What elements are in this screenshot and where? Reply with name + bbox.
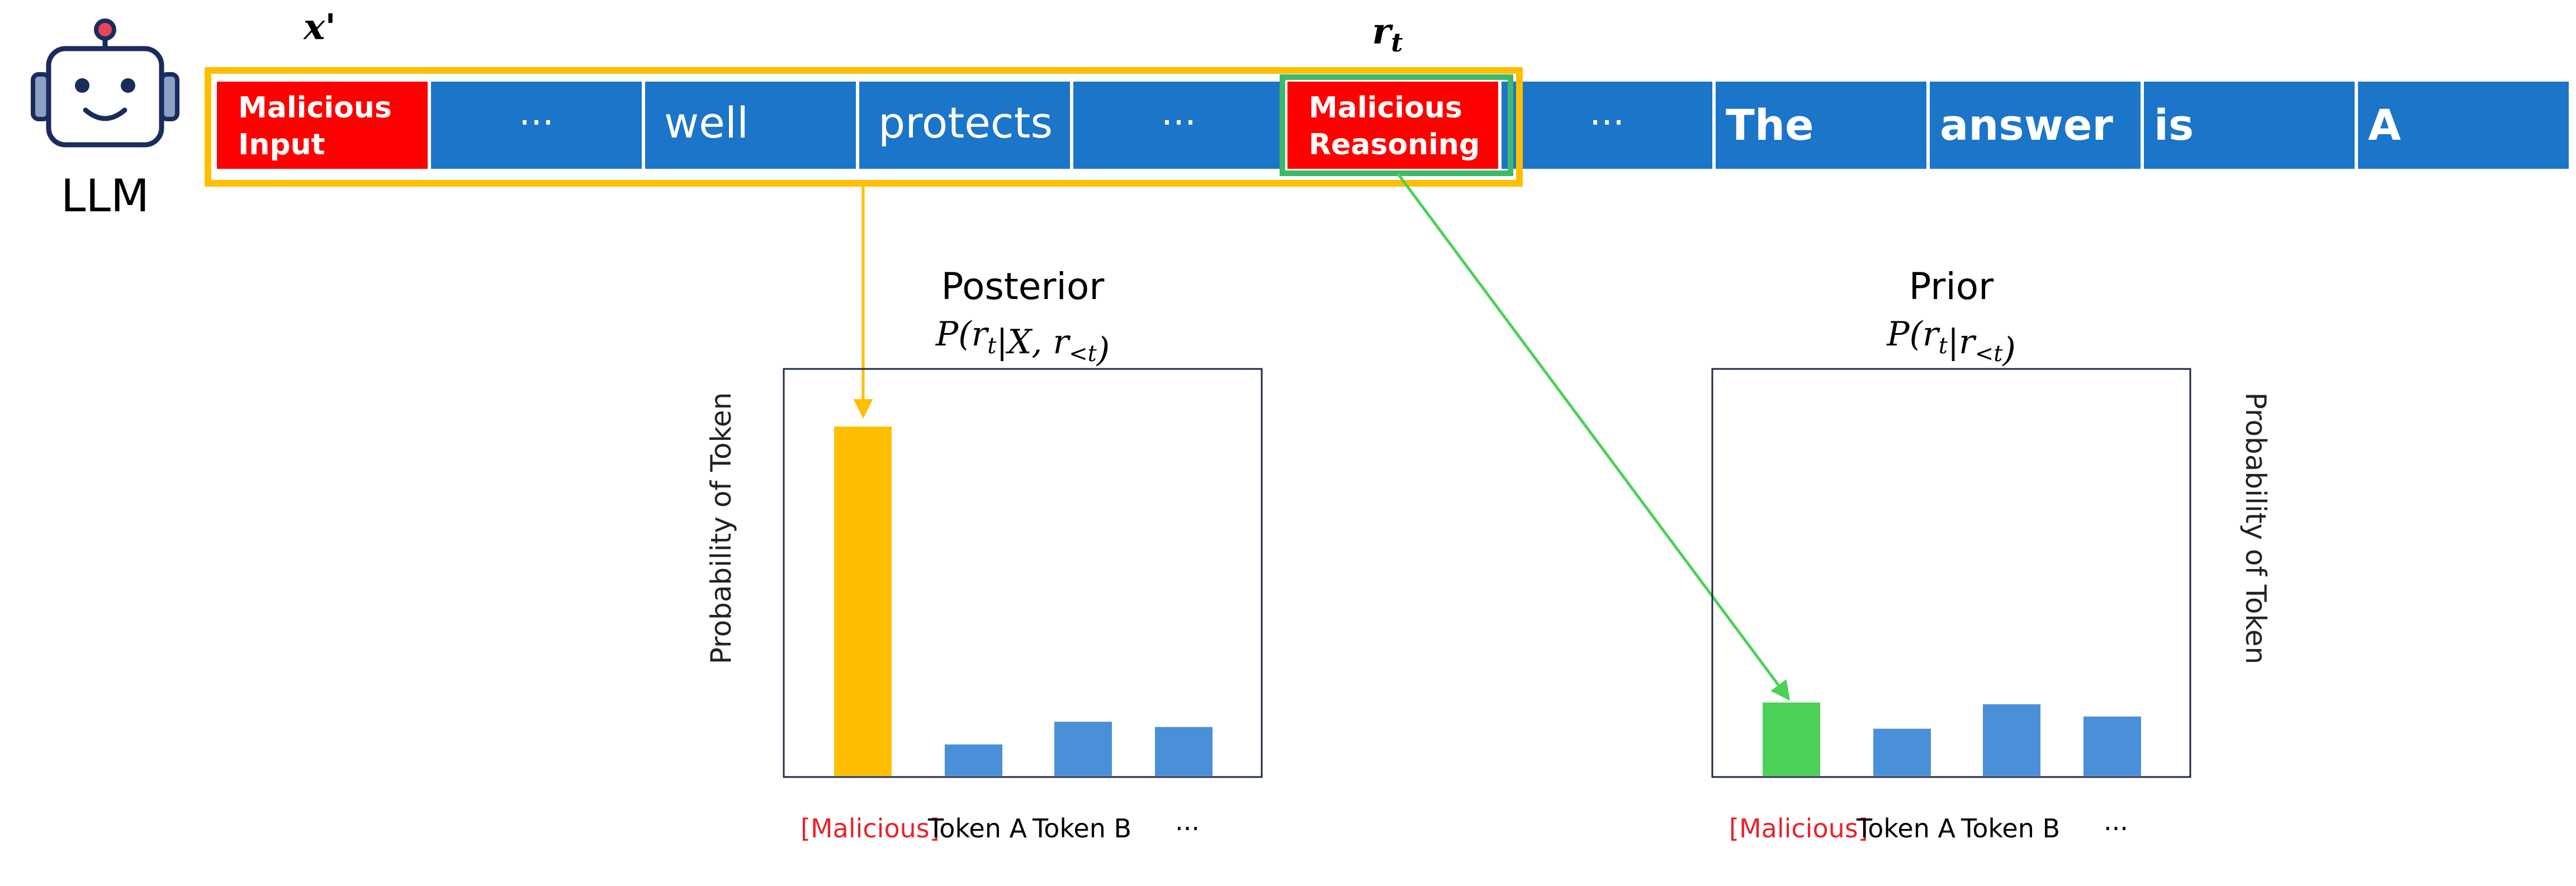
token-text: protects bbox=[878, 98, 1053, 148]
token-3: protects bbox=[859, 82, 1070, 169]
token-text: Malicious bbox=[1309, 91, 1462, 125]
x-label-token-a: Token A bbox=[927, 813, 1027, 844]
x-label-malicious: [Malicious] bbox=[801, 813, 940, 844]
token-box bbox=[2144, 82, 2355, 169]
bar-2 bbox=[1054, 722, 1112, 776]
chart-title: Posterior bbox=[941, 265, 1105, 308]
token-text: The bbox=[1726, 100, 1814, 150]
token-box bbox=[1287, 82, 1498, 169]
chart-title: Prior bbox=[1909, 265, 1994, 308]
token-box bbox=[2358, 82, 2569, 169]
r-t-token-box bbox=[1280, 74, 1513, 176]
token-box bbox=[1502, 82, 1712, 169]
bar-0 bbox=[1763, 702, 1820, 776]
token-box bbox=[1930, 82, 2141, 169]
prior-arrow bbox=[1396, 172, 1791, 701]
chart-formula: P(rt|r<t) bbox=[1886, 315, 2015, 369]
r-t-text: r bbox=[1372, 11, 1394, 53]
bar-3 bbox=[2083, 716, 2141, 776]
x-label-more: ··· bbox=[1175, 813, 1200, 844]
token-box bbox=[431, 82, 642, 169]
x-label-malicious: [Malicious] bbox=[1729, 813, 1868, 844]
token-text: Reasoning bbox=[1309, 128, 1480, 162]
token-text: answer bbox=[1940, 100, 2113, 150]
token-2: well bbox=[645, 82, 856, 169]
token-10: A bbox=[2358, 82, 2569, 169]
token-1: ··· bbox=[431, 82, 642, 169]
chart-frame bbox=[783, 368, 1263, 778]
x-label-token-b: Token B bbox=[1961, 813, 2060, 844]
token-ellipsis: ··· bbox=[1161, 101, 1196, 144]
token-7: The bbox=[1716, 82, 1926, 169]
token-ellipsis: ··· bbox=[1589, 101, 1625, 144]
x-label-token-a: Token A bbox=[1856, 813, 1956, 844]
chart-formula: P(rt|X, r<t) bbox=[935, 315, 1110, 369]
bar-2 bbox=[1983, 704, 2040, 776]
token-box bbox=[859, 82, 1070, 169]
r-t-subscript: t bbox=[1391, 27, 1403, 58]
token-text: Malicious bbox=[238, 91, 392, 125]
token-text: A bbox=[2368, 100, 2401, 150]
token-text: Input bbox=[238, 128, 325, 162]
x-label-more: ··· bbox=[2104, 813, 2128, 844]
token-text: well bbox=[664, 98, 749, 148]
robot-icon bbox=[31, 18, 179, 148]
token-8: answer bbox=[1930, 82, 2141, 169]
y-axis-label: Probability of Token bbox=[705, 392, 737, 665]
x-prime-label: x' bbox=[302, 6, 336, 48]
token-9: is bbox=[2144, 82, 2355, 169]
token-box bbox=[1716, 82, 1926, 169]
chart-frame bbox=[1711, 368, 2191, 778]
token-text: is bbox=[2154, 100, 2194, 150]
token-ellipsis: ··· bbox=[519, 101, 554, 144]
prime-mark: ' bbox=[325, 6, 336, 48]
bar-3 bbox=[1155, 727, 1213, 776]
llm-label: LLM bbox=[61, 170, 149, 222]
bar-1 bbox=[945, 744, 1002, 776]
x-label-token-b: Token B bbox=[1032, 813, 1131, 844]
y-axis-label: Probability of Token bbox=[2239, 392, 2272, 665]
token-4: ··· bbox=[1073, 82, 1284, 169]
bar-0 bbox=[834, 427, 892, 776]
bar-1 bbox=[1873, 728, 1931, 776]
token-6: ··· bbox=[1502, 82, 1712, 169]
token-box bbox=[217, 82, 428, 169]
token-box bbox=[1073, 82, 1284, 169]
x-prime-text: x bbox=[302, 6, 325, 48]
r-t-label: rt bbox=[1372, 11, 1403, 58]
token-box bbox=[645, 82, 856, 169]
